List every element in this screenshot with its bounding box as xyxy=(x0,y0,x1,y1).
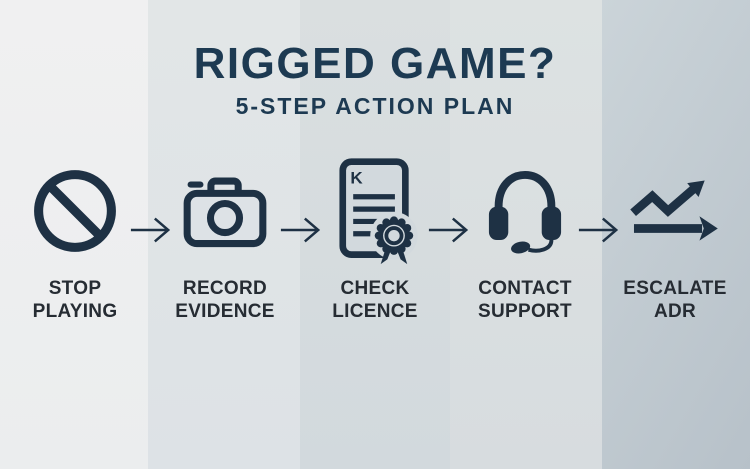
step-label: CONTACT SUPPORT xyxy=(478,277,572,323)
certificate-icon: K xyxy=(339,158,418,265)
step-label-line1: RECORD xyxy=(182,278,268,299)
page-subtitle: 5-STEP ACTION PLAN xyxy=(235,93,515,119)
step-label-line1: CONTACT xyxy=(478,278,572,299)
background-band-5 xyxy=(602,0,750,469)
step-label-line2: ADR xyxy=(653,301,697,323)
header: RIGGED GAME? 5-STEP ACTION PLAN xyxy=(0,42,750,118)
right-arrow-icon xyxy=(428,217,469,243)
background-band-4 xyxy=(450,0,602,469)
trend-escalate-icon xyxy=(630,180,718,241)
step-icon-box xyxy=(481,155,569,267)
background-band-1 xyxy=(0,0,148,469)
step-label-line1: ESCALATE xyxy=(623,278,727,299)
step-icon-box xyxy=(30,155,120,267)
page-title: RIGGED GAME? xyxy=(193,39,557,88)
no-entry-icon xyxy=(34,170,116,252)
steps-row: STOP PLAYING RECORD EVIDENCE xyxy=(0,155,750,323)
right-arrow-icon xyxy=(578,217,619,243)
step-label: STOP PLAYING xyxy=(33,277,118,323)
licence-k-mark: K xyxy=(350,169,363,188)
step-icon-box: K xyxy=(331,155,419,267)
step-label-line1: STOP xyxy=(48,278,102,299)
step-label-line2: EVIDENCE xyxy=(175,301,275,323)
step-label-line1: CHECK xyxy=(340,278,410,299)
step-escalate-adr: ESCALATE ADR xyxy=(600,155,750,323)
step-icon-box xyxy=(627,155,723,267)
headset-icon xyxy=(488,170,562,254)
step-label-line2: LICENCE xyxy=(332,301,418,323)
step-label: RECORD EVIDENCE xyxy=(175,277,275,323)
step-record-evidence: RECORD EVIDENCE xyxy=(150,155,300,323)
step-label: CHECK LICENCE xyxy=(332,277,418,323)
camera-icon xyxy=(183,177,267,248)
right-arrow-icon xyxy=(280,217,321,243)
right-arrow-icon xyxy=(130,217,171,243)
step-label: ESCALATE ADR xyxy=(623,277,726,323)
step-stop-playing: STOP PLAYING xyxy=(0,155,150,323)
step-contact-support: CONTACT SUPPORT xyxy=(450,155,600,323)
step-label-line2: PLAYING xyxy=(32,301,118,323)
step-icon-box xyxy=(181,155,269,267)
step-label-line2: SUPPORT xyxy=(478,301,572,323)
step-check-licence: K xyxy=(300,155,450,323)
